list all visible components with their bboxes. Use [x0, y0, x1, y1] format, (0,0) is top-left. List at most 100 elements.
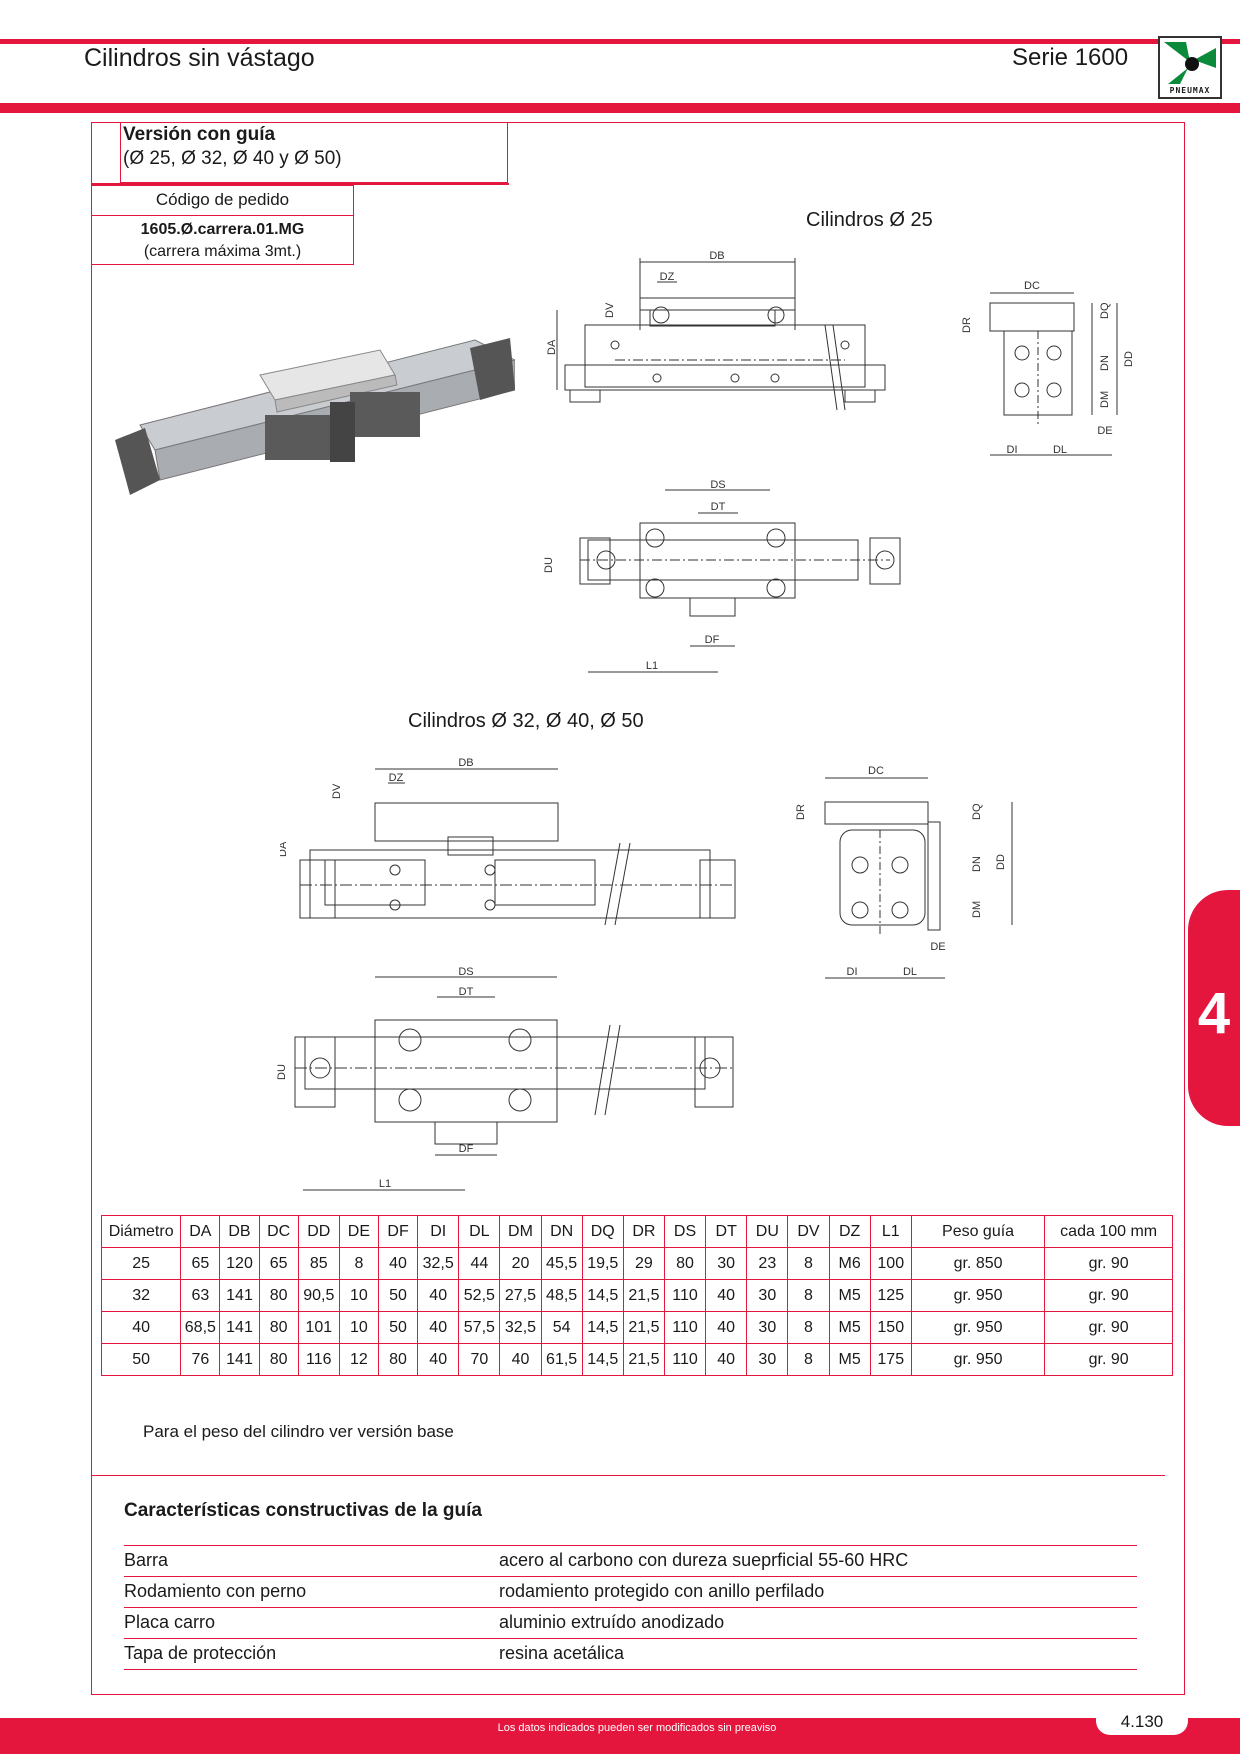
order-code-max-stroke: (carrera máxima 3mt.)	[143, 243, 302, 260]
feature-value: resina acetálica	[499, 1643, 625, 1663]
table-cell: 32	[100, 1279, 182, 1312]
feature-value: acero al carbono con dureza sueprficial …	[499, 1550, 909, 1570]
table-header-cell: Peso guía	[910, 1215, 1046, 1248]
order-code-label: Código de pedido	[155, 190, 290, 209]
table-cell: 40	[417, 1343, 460, 1376]
table-cell: gr. 950	[910, 1279, 1046, 1312]
drawing-32-side: DC DR DQ DN DD DM DE DI DL	[795, 765, 1013, 979]
section-tab: 4	[1188, 890, 1240, 1126]
table-cell: 141	[219, 1311, 260, 1344]
version-title: Versión con guía	[123, 124, 276, 145]
table-cell: 141	[219, 1279, 260, 1312]
table-header-cell: DA	[180, 1215, 221, 1248]
dim-label-dv-32: DV	[331, 783, 343, 799]
feature-value: rodamiento protegido con anillo perfilad…	[499, 1581, 825, 1601]
dim-label-l1-25: L1	[646, 660, 658, 672]
logo-mark-icon	[1164, 42, 1216, 84]
dim-label-dn-25: DN	[1099, 355, 1111, 371]
table-cell: 110	[663, 1343, 707, 1376]
drawing-25-side: DC DR DQ DN DD DM DE DI DL	[962, 280, 1135, 456]
dim-label-da-32: DA	[280, 841, 289, 857]
table-cell: M5	[828, 1311, 871, 1344]
table-cell: 61,5	[540, 1343, 583, 1376]
order-code-box	[91, 185, 354, 265]
table-header-cell: DQ	[581, 1215, 624, 1248]
table-cell: 8	[787, 1279, 830, 1312]
drawing-25-top: DS DT DU DF L1	[543, 479, 901, 673]
dim-label-de-32: DE	[930, 941, 945, 953]
table-cell: 50	[377, 1311, 419, 1344]
table-header-cell: DT	[705, 1215, 748, 1248]
table-cell: 48,5	[540, 1279, 583, 1312]
table-cell: gr. 90	[1044, 1247, 1173, 1280]
dim-label-ds-25: DS	[710, 479, 725, 491]
table-cell: 8	[787, 1311, 830, 1344]
dim-label-ds-32: DS	[458, 966, 473, 978]
table-cell: 80	[377, 1343, 419, 1376]
table-header-cell: cada 100 mm	[1044, 1215, 1173, 1248]
dim-label-dr-25: DR	[962, 317, 973, 333]
table-header-cell: DN	[540, 1215, 583, 1248]
table-cell: gr. 90	[1044, 1343, 1173, 1376]
table-header-cell: DV	[787, 1215, 830, 1248]
table-cell: gr. 90	[1044, 1311, 1173, 1344]
caption-cylinder-32-40-50: Cilindros Ø 32, Ø 40, Ø 50	[408, 710, 644, 732]
table-cell: 44	[458, 1247, 501, 1280]
table-cell: 20	[499, 1247, 542, 1280]
page-number: 4.130	[1096, 1711, 1188, 1735]
table-cell: 120	[219, 1247, 260, 1280]
table-cell: 85	[297, 1247, 340, 1280]
brand-logo: PNEUMAX	[1158, 36, 1222, 99]
content-frame	[91, 122, 1185, 1695]
dim-label-df-32: DF	[459, 1143, 474, 1155]
dim-label-df-25: DF	[705, 634, 720, 646]
table-cell: 21,5	[622, 1279, 665, 1312]
section-tab-number: 4	[1197, 981, 1231, 1046]
dim-label-dm-32: DM	[971, 901, 983, 918]
dim-label-da-25: DA	[546, 339, 558, 355]
table-cell: 150	[869, 1311, 912, 1344]
table-cell: 32,5	[499, 1311, 542, 1344]
table-cell: 116	[297, 1343, 340, 1376]
dim-label-db-32: DB	[458, 757, 473, 769]
dim-label-dc-32: DC	[868, 765, 884, 777]
table-header-cell: DM	[499, 1215, 542, 1248]
table-header-cell: Diámetro	[100, 1215, 182, 1248]
feature-name: Placa carro	[124, 1612, 216, 1632]
table-header-cell: DD	[297, 1215, 340, 1248]
version-subtitle: (Ø 25, Ø 32, Ø 40 y Ø 50)	[123, 148, 342, 169]
table-cell: 80	[258, 1343, 299, 1376]
order-code: 1605.Ø.carrera.01.MG	[140, 221, 305, 238]
header-top-rule	[0, 39, 1240, 44]
caption-cylinder-25: Cilindros Ø 25	[806, 209, 933, 231]
dim-label-dq-32: DQ	[971, 803, 983, 820]
table-cell: 50	[377, 1279, 419, 1312]
table-cell: 45,5	[540, 1247, 583, 1280]
table-cell: 40	[417, 1311, 460, 1344]
table-cell: 110	[663, 1311, 707, 1344]
version-box-underline	[91, 183, 509, 185]
table-cell: 40	[705, 1343, 748, 1376]
table-cell: 90,5	[297, 1279, 340, 1312]
table-cell: M5	[828, 1343, 871, 1376]
table-cell: 30	[746, 1311, 789, 1344]
dim-label-dn-32: DN	[971, 856, 983, 872]
table-cell: 100	[869, 1247, 912, 1280]
order-code-divider	[91, 215, 354, 216]
drawing-32-front: DB DZ DV DA	[280, 757, 736, 926]
table-cell: 21,5	[622, 1343, 665, 1376]
footer-bar	[0, 1718, 1240, 1754]
table-cell: 40	[705, 1279, 748, 1312]
logo-text: PNEUMAX	[1169, 86, 1211, 95]
table-header-cell: DC	[258, 1215, 299, 1248]
dim-label-du-25: DU	[543, 557, 555, 573]
dim-label-du-32: DU	[276, 1064, 288, 1080]
dim-label-dm-25: DM	[1099, 391, 1111, 408]
table-cell: 76	[180, 1343, 221, 1376]
